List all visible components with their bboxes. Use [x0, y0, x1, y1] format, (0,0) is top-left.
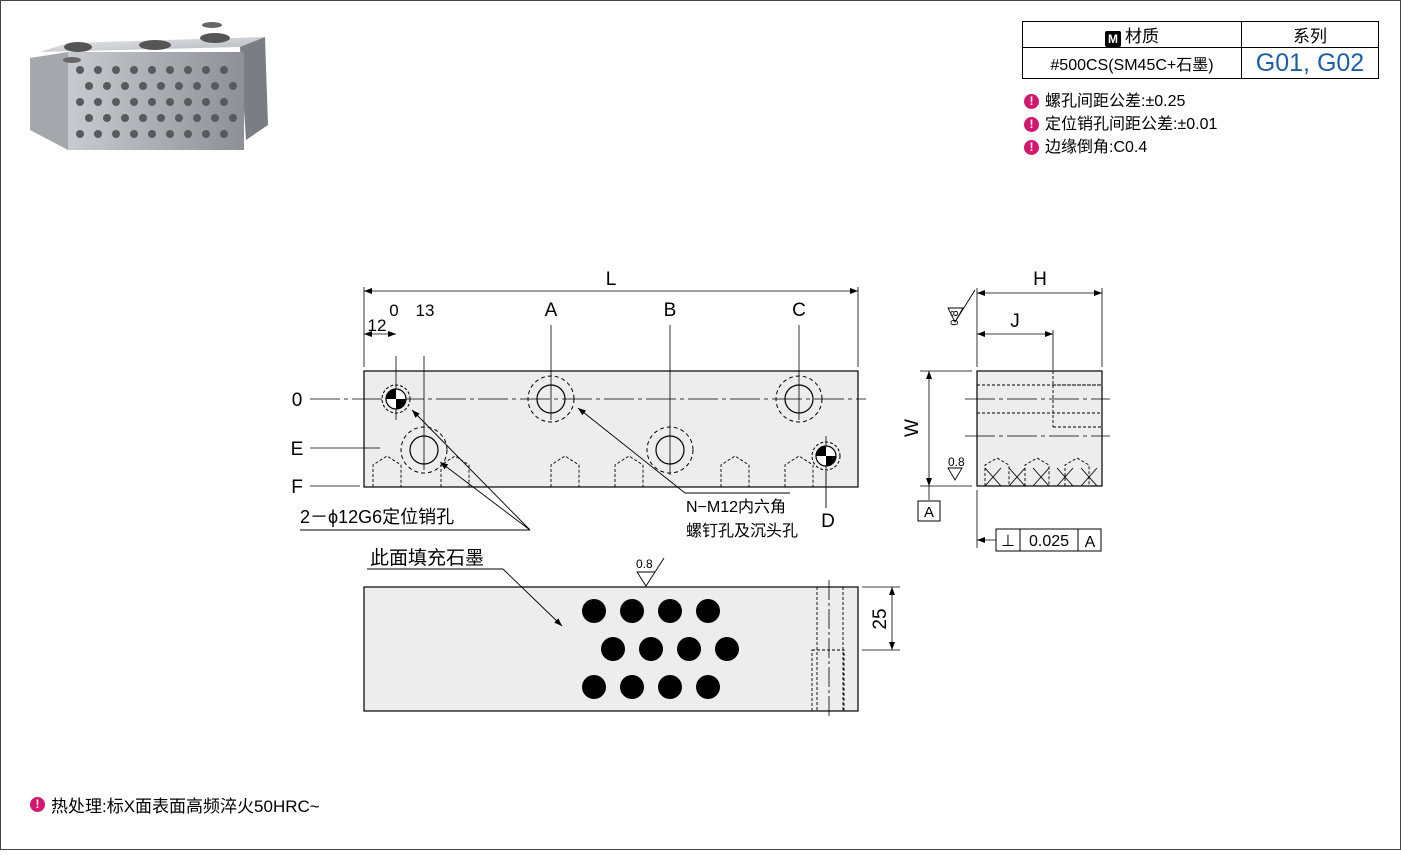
tolerance-notes: ! 螺孔间距公差:±0.25 ! 定位销孔间距公差:±0.01 ! 边缘倒角:C0.4	[1024, 90, 1217, 159]
note-text: 螺孔间距公差:±0.25	[1045, 93, 1186, 110]
ref-b-label: B	[664, 300, 677, 321]
pin-hole-marker	[385, 388, 837, 467]
series-value: G01, G02	[1241, 47, 1379, 79]
roughness-bottom: 0.8	[636, 557, 653, 571]
screw-callout-line1: N−M12内六角	[686, 498, 786, 516]
ref-e-label: E	[291, 439, 304, 460]
dim-h-label: H	[1033, 269, 1047, 290]
info-pin-icon: !	[1024, 117, 1039, 132]
note-text: 定位销孔间距公差:±0.01	[1045, 116, 1218, 133]
material-header-label: 材质	[1125, 27, 1159, 46]
note-item: ! 定位销孔间距公差:±0.01	[1024, 113, 1217, 136]
side-view-labels: H J W A ⊥ 0.025 A 0.8 0.8	[902, 269, 1096, 551]
front-view	[300, 287, 866, 531]
product-photo	[30, 22, 268, 150]
dim-l-label: L	[606, 269, 617, 290]
perpendicularity-symbol: ⊥	[1001, 533, 1015, 550]
screw-callout-line2: 螺钉孔及沉头孔	[686, 522, 798, 540]
heat-treatment-note: ! 热处理:标X面表面高频淬火50HRC~	[30, 792, 320, 817]
note-text: 边缘倒角:C0.4	[1045, 139, 1148, 156]
note-item: ! 螺孔间距公差:±0.25	[1024, 90, 1217, 113]
pin-hole-callout: 2－ϕ12G6定位销孔	[300, 507, 454, 527]
ref-13-label: 13	[416, 301, 435, 320]
dim-w-label: W	[902, 419, 923, 437]
ref-0-left-label: 0	[292, 390, 303, 411]
info-pin-icon: !	[1024, 140, 1039, 155]
side-view	[917, 288, 1110, 552]
front-view-labels: L 12 0 13 A B C D 0 E F 2－ϕ12G6定位销孔 N−M1…	[291, 269, 835, 540]
roughness-side-top: 0.8	[949, 310, 961, 325]
roughness-side-bottom: 0.8	[948, 455, 965, 469]
dim-12-label: 12	[368, 316, 387, 335]
dim-j-label: J	[1010, 311, 1020, 332]
graphite-face-label: 此面填充石墨	[370, 547, 484, 569]
ref-0-top-label: 0	[389, 301, 398, 320]
ref-f-label: F	[291, 477, 303, 498]
material-value: #500CS(SM45C+石墨)	[1022, 47, 1242, 79]
dim-25-label: 25	[870, 608, 891, 629]
ref-d-label: D	[821, 511, 835, 532]
material-badge-icon: M	[1105, 31, 1121, 47]
datum-a-label: A	[924, 504, 934, 521]
ref-c-label: C	[792, 300, 806, 321]
info-pin-icon: !	[30, 797, 45, 812]
perpendicularity-value: 0.025	[1029, 533, 1069, 550]
ref-a-label: A	[545, 300, 558, 321]
series-header: 系列	[1241, 21, 1379, 48]
perpendicularity-datum: A	[1085, 534, 1096, 551]
heat-treatment-text: 热处理:标X面表面高频淬火50HRC~	[51, 797, 320, 816]
info-pin-icon: !	[1024, 94, 1039, 109]
graphite-plugs	[582, 599, 739, 699]
note-item: ! 边缘倒角:C0.4	[1024, 136, 1217, 159]
bottom-view-labels: 此面填充石墨 0.8 25	[370, 547, 891, 630]
